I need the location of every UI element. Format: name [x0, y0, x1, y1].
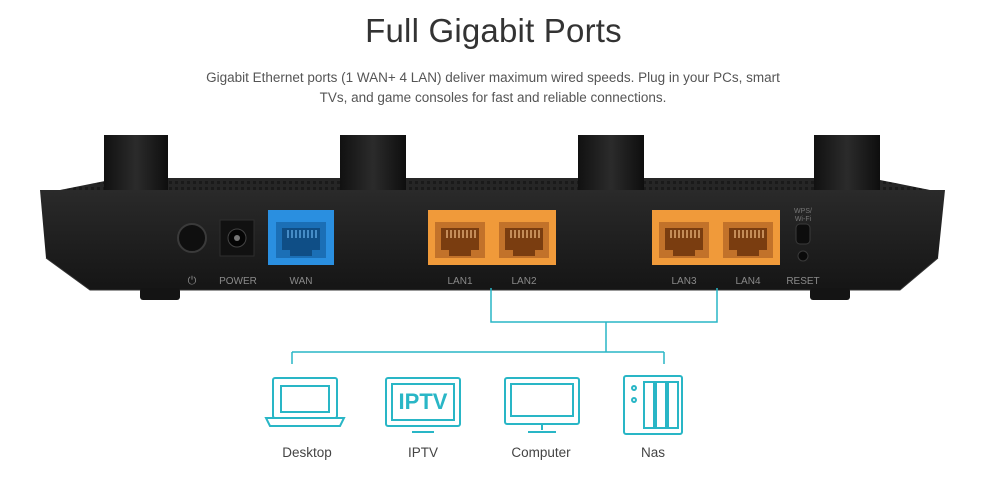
reset-label: RESET	[786, 276, 819, 287]
iptv-icon-text: IPTV	[399, 389, 448, 414]
device-label-iptv: IPTV	[407, 445, 438, 460]
monitor-icon	[504, 377, 580, 433]
reset-button[interactable]	[797, 250, 809, 262]
wan-label: WAN	[290, 276, 313, 287]
device-label-nas: Nas	[640, 445, 665, 460]
wps-label: WPS/	[794, 208, 812, 215]
lan4-label: LAN4	[735, 276, 760, 287]
lan4-port[interactable]	[716, 210, 780, 265]
nas-icon	[623, 375, 683, 435]
device-label-computer: Computer	[511, 445, 571, 460]
lan3-label: LAN3	[671, 276, 696, 287]
subtitle-line-2: TVs, and game consoles for fast and reli…	[319, 90, 667, 105]
connection-lines	[291, 288, 718, 364]
lan2-label: LAN2	[511, 276, 536, 287]
laptop-icon	[264, 377, 346, 427]
power-button[interactable]	[177, 223, 207, 253]
router-foot-right	[810, 288, 850, 300]
page-subtitle: Gigabit Ethernet ports (1 WAN+ 4 LAN) de…	[193, 68, 793, 108]
page-title: Full Gigabit Ports	[365, 12, 622, 49]
power-label: POWER	[219, 276, 257, 287]
wifi-label: Wi-Fi	[795, 216, 812, 223]
router-foot-left	[140, 288, 180, 300]
subtitle-line-1: Gigabit Ethernet ports (1 WAN+ 4 LAN) de…	[206, 70, 780, 85]
lan1-label: LAN1	[447, 276, 472, 287]
wan-port[interactable]	[268, 210, 334, 265]
lan1-port[interactable]	[428, 210, 492, 265]
lan2-port[interactable]	[492, 210, 556, 265]
router-top-grille	[60, 178, 930, 190]
lan3-port[interactable]	[652, 210, 716, 265]
wps-wifi-button[interactable]	[795, 223, 811, 245]
power-symbol-label: ⏻	[188, 275, 197, 287]
device-label-desktop: Desktop	[282, 445, 332, 460]
tv-icon	[385, 377, 461, 433]
